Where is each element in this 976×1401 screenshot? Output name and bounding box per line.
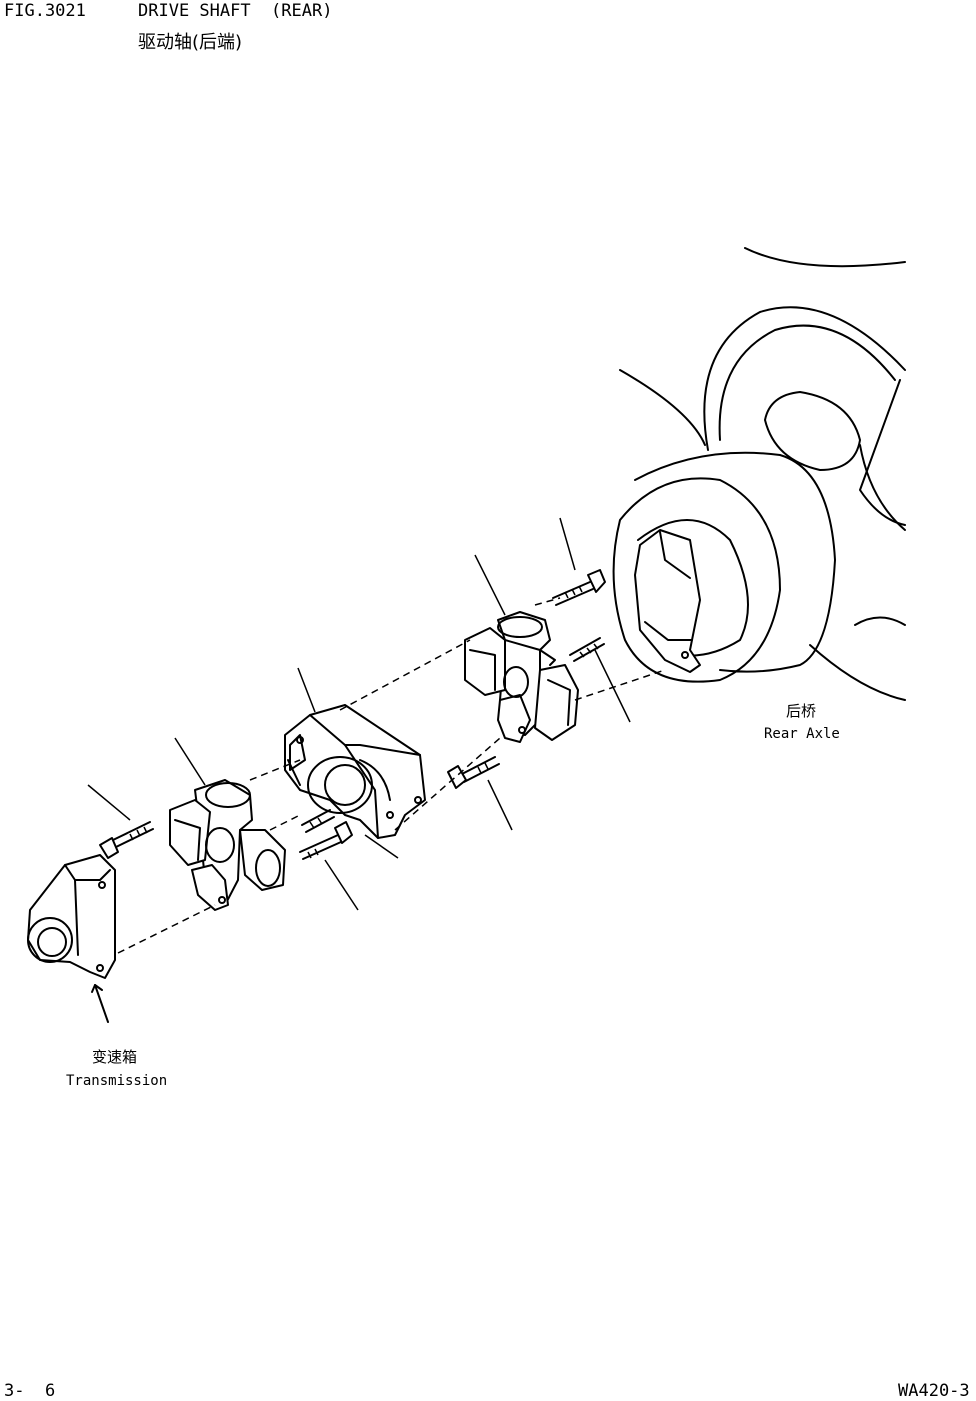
bolt-center <box>299 821 353 860</box>
slip-yoke <box>284 704 426 839</box>
transmission-flange <box>27 854 116 979</box>
figure-title-cn: 驱动轴(后端) <box>138 32 243 53</box>
universal-joint-front <box>169 779 286 911</box>
figure-number: FIG.3021 <box>4 1 86 21</box>
model-number: WA420-3 <box>898 1381 970 1401</box>
rear-axle-label: Rear Axle <box>764 726 840 742</box>
rear-axle-housing <box>612 247 906 701</box>
figure-title: DRIVE SHAFT (REAR) <box>138 1 333 21</box>
bolt-front <box>99 821 154 859</box>
universal-joint-rear <box>464 611 579 743</box>
bolt-upper-rear <box>552 569 606 606</box>
transmission-label: Transmission <box>66 1073 168 1089</box>
bolt-lower-rear <box>447 756 500 789</box>
page-number: 3- 6 <box>4 1381 56 1401</box>
stud-rear <box>569 637 605 662</box>
transmission-label-cn: 变速箱 <box>92 1048 138 1066</box>
stud-center <box>301 809 335 833</box>
rear-axle-label-cn: 后桥 <box>786 702 817 720</box>
